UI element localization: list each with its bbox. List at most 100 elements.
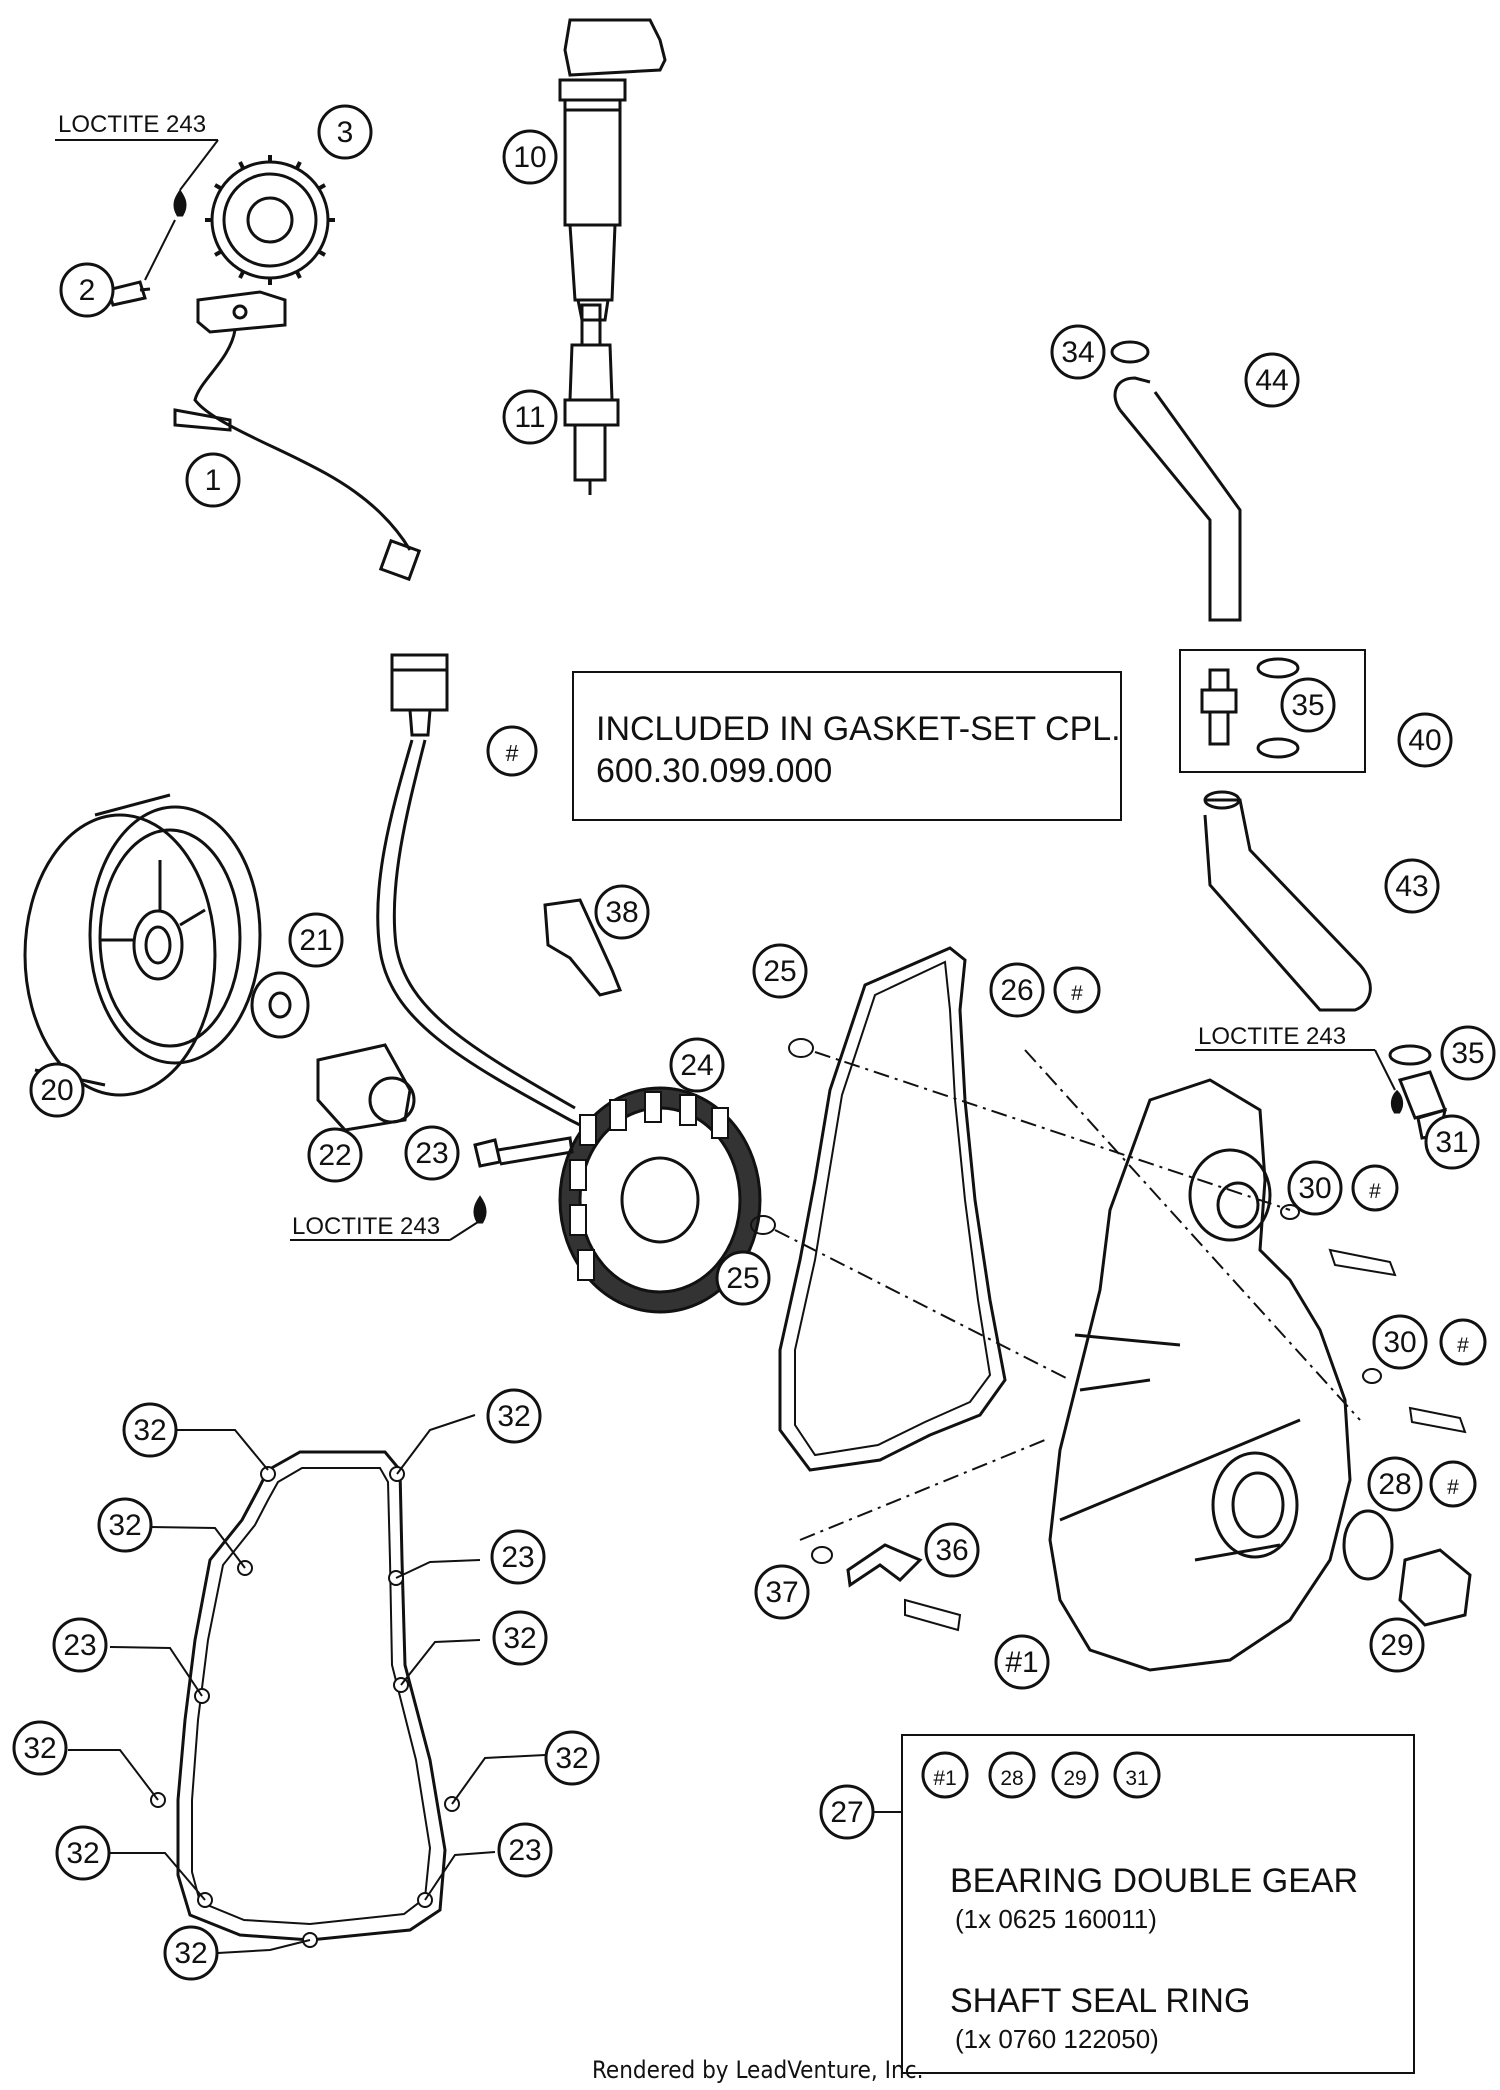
callout-number: 26 — [1000, 974, 1033, 1007]
callout-callouts-c31: 31 — [1424, 1114, 1480, 1170]
flywheel — [23, 793, 262, 1097]
callout-number: 30 — [1298, 1172, 1331, 1205]
callout-callouts-c24: 24 — [669, 1037, 725, 1093]
part-30-washer-upper — [1280, 1204, 1300, 1220]
callout-number: # — [1447, 1476, 1459, 1499]
callout-number: 31 — [1435, 1126, 1468, 1159]
spark-plug — [563, 303, 620, 495]
callout-callouts-c11: 11 — [502, 389, 558, 445]
callout-number: 25 — [726, 1262, 759, 1295]
part-28-oring — [1342, 1509, 1394, 1581]
callout-number: #1 — [1005, 1646, 1038, 1679]
callout-callouts-c35b: 35 — [1440, 1025, 1496, 1081]
callout-icons-3: 31 — [1113, 1751, 1161, 1799]
ignition-cover — [1048, 1078, 1352, 1672]
callout-callouts-c10: 10 — [502, 129, 558, 185]
callout-number: 3 — [337, 116, 354, 149]
callout-callouts-c3: 3 — [317, 104, 373, 160]
callout-number: 43 — [1395, 870, 1428, 903]
callout-callouts-c1b: #1 — [994, 1634, 1050, 1690]
loctite-note-lower: LOCTITE 243 — [292, 1213, 440, 1240]
callout-callouts-g32a: 32 — [122, 1402, 178, 1458]
gasket-note-line2: 600.30.099.000 — [596, 752, 832, 790]
callout-number: # — [1071, 982, 1083, 1005]
callout-callouts-g23a: 23 — [490, 1529, 546, 1585]
callout-number: 23 — [501, 1541, 534, 1574]
part-38-clip — [543, 898, 623, 997]
kit-item2-name: SHAFT SEAL RING — [950, 1982, 1250, 2020]
callout-number: 31 — [1125, 1767, 1148, 1790]
callout-number: 28 — [1000, 1767, 1023, 1790]
callout-number: 24 — [680, 1049, 713, 1082]
callout-number: 36 — [935, 1534, 968, 1567]
callout-callouts-g32b: 32 — [486, 1388, 542, 1444]
part-40-frame — [1179, 649, 1366, 773]
callout-number: 37 — [765, 1576, 798, 1609]
callout-callouts-c1: 1 — [185, 452, 241, 508]
callout-callouts-c25a: 25 — [752, 943, 808, 999]
part-36-bolt — [904, 1598, 962, 1632]
callout-callouts-g32c: 32 — [97, 1497, 153, 1553]
callouts: 1231011344435404335382120222423252526#31… — [12, 104, 1496, 1981]
part-30-bolt-lower — [1408, 1406, 1467, 1434]
callout-callouts-c43: 43 — [1384, 858, 1440, 914]
stator-connector — [376, 653, 591, 1132]
callout-callouts-g32f: 32 — [55, 1825, 111, 1881]
cover-gasket — [778, 946, 1007, 1472]
breather-hose-upper — [1110, 340, 1242, 622]
kit-item1-qty: (1x 0625 160011) — [955, 1904, 1157, 1934]
callout-callouts-c26h: # — [1053, 966, 1101, 1014]
callout-callouts-c26: 26 — [989, 962, 1045, 1018]
callout-callouts-c20: 20 — [29, 1062, 85, 1118]
callout-callouts-c40: 40 — [1397, 712, 1453, 768]
callout-number: 27 — [830, 1796, 863, 1829]
part-25-dowel-lower — [750, 1215, 776, 1235]
callout-callouts-c29: 29 — [1369, 1617, 1425, 1673]
callout-number: 32 — [23, 1732, 56, 1765]
callout-callouts-c38: 38 — [594, 884, 650, 940]
callout-number: 40 — [1408, 724, 1441, 757]
breather-hose-lower — [1203, 790, 1372, 1012]
callout-number: # — [1369, 1180, 1381, 1203]
callout-number: 21 — [299, 924, 332, 957]
callout-callouts-g23d: 23 — [497, 1822, 553, 1878]
callout-number: 20 — [40, 1074, 73, 1107]
part-36-clip — [846, 1543, 923, 1588]
callout-callouts-g23c: 23 — [52, 1617, 108, 1673]
callout-callouts-c21: 21 — [288, 912, 344, 968]
callout-number: 35 — [1291, 689, 1324, 722]
callout-number: 28 — [1378, 1468, 1411, 1501]
callout-number: # — [1457, 1334, 1469, 1357]
callout-number: 23 — [415, 1137, 448, 1170]
callout-callouts-c30bh: # — [1439, 1318, 1487, 1366]
kit-item2-qty: (1x 0760 122050) — [955, 2024, 1159, 2054]
part-37-washer — [811, 1546, 833, 1564]
stator — [558, 1086, 762, 1314]
callout-number: 1 — [205, 464, 222, 497]
callout-callouts-g23b: 32 — [492, 1610, 548, 1666]
callout-callouts-g32d: 32 — [12, 1720, 68, 1776]
callout-callouts-c37: 37 — [754, 1564, 810, 1620]
callout-callouts-c44: 44 — [1244, 352, 1300, 408]
part-30-bolt-upper — [1328, 1248, 1397, 1277]
loctite-note-right: LOCTITE 243 — [1198, 1023, 1346, 1050]
callout-callouts-c35a: 35 — [1280, 677, 1336, 733]
callout-number: 29 — [1063, 1767, 1086, 1790]
kit-contents-box — [901, 1734, 1415, 2074]
callout-number: 30 — [1383, 1326, 1416, 1359]
callout-number: 11 — [514, 401, 545, 434]
part-35-ring — [1388, 1044, 1432, 1066]
callout-number: 44 — [1255, 364, 1288, 397]
part-30-washer-lower — [1362, 1368, 1382, 1384]
callout-number: 32 — [503, 1622, 536, 1655]
callout-icons-1: 28 — [988, 1751, 1036, 1799]
callout-number: 2 — [79, 274, 96, 307]
callout-number: 23 — [508, 1834, 541, 1867]
part-25-dowel-upper — [788, 1038, 814, 1058]
callout-gasket-box-marker: # — [486, 725, 538, 777]
breather-fitting — [1200, 657, 1300, 759]
part-22-nut — [316, 1043, 416, 1132]
callout-callouts-c2: 2 — [59, 262, 115, 318]
callout-number: 32 — [108, 1509, 141, 1542]
